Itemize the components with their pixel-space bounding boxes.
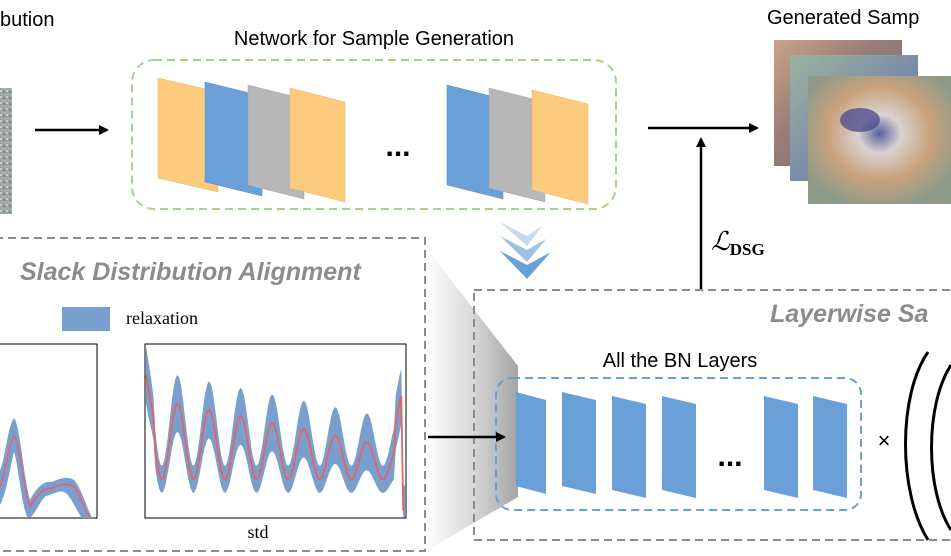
bn-layer: [662, 396, 696, 498]
chart-right: [144, 343, 407, 519]
generated-image-stack: [774, 40, 951, 204]
mean-line: [145, 374, 405, 511]
times-symbol: ×: [878, 428, 891, 453]
bn-layers: [516, 392, 847, 498]
network-box: [131, 59, 617, 210]
legend-swatch: [62, 307, 110, 331]
bn-layer: [516, 392, 546, 494]
network-ellipsis: ...: [385, 130, 410, 163]
relaxation-band: [0, 418, 92, 518]
loss-subscript: DSG: [730, 240, 765, 259]
bn-layer: [612, 396, 646, 498]
chevron-down-icon: [500, 222, 551, 279]
slack-title: Slack Distribution Alignment: [20, 258, 362, 286]
network-layers-left: [157, 77, 346, 203]
layer-gray: [488, 87, 546, 203]
chart-left: [0, 343, 98, 519]
loss-symbol: ℒ: [711, 227, 731, 256]
mean-line: [0, 434, 91, 519]
zoom-funnel: [426, 248, 518, 551]
layer-orange: [289, 87, 346, 203]
layerwise-title: Layerwise Sa: [770, 300, 929, 328]
noise-image: [0, 88, 12, 214]
loss-label: ℒDSG: [711, 227, 765, 259]
distribution-label: bution: [0, 9, 55, 31]
network-title: Network for Sample Generation: [234, 28, 514, 50]
generated-title: Generated Samp: [767, 7, 919, 29]
bn-layer: [562, 392, 596, 494]
layer-orange: [531, 89, 589, 205]
slack-panel: [0, 237, 426, 552]
bn-layers-title: All the BN Layers: [603, 350, 758, 372]
parentheses: [904, 351, 951, 541]
legend-label: relaxation: [126, 308, 198, 328]
bn-layer: [813, 396, 847, 498]
std-label: std: [247, 522, 268, 542]
bn-layer: [764, 396, 798, 498]
bn-ellipsis: ...: [717, 440, 742, 473]
layerwise-panel: [473, 289, 951, 541]
network-layers-right: [446, 84, 589, 205]
bn-box: [495, 377, 862, 511]
layer-orange: [157, 77, 219, 193]
